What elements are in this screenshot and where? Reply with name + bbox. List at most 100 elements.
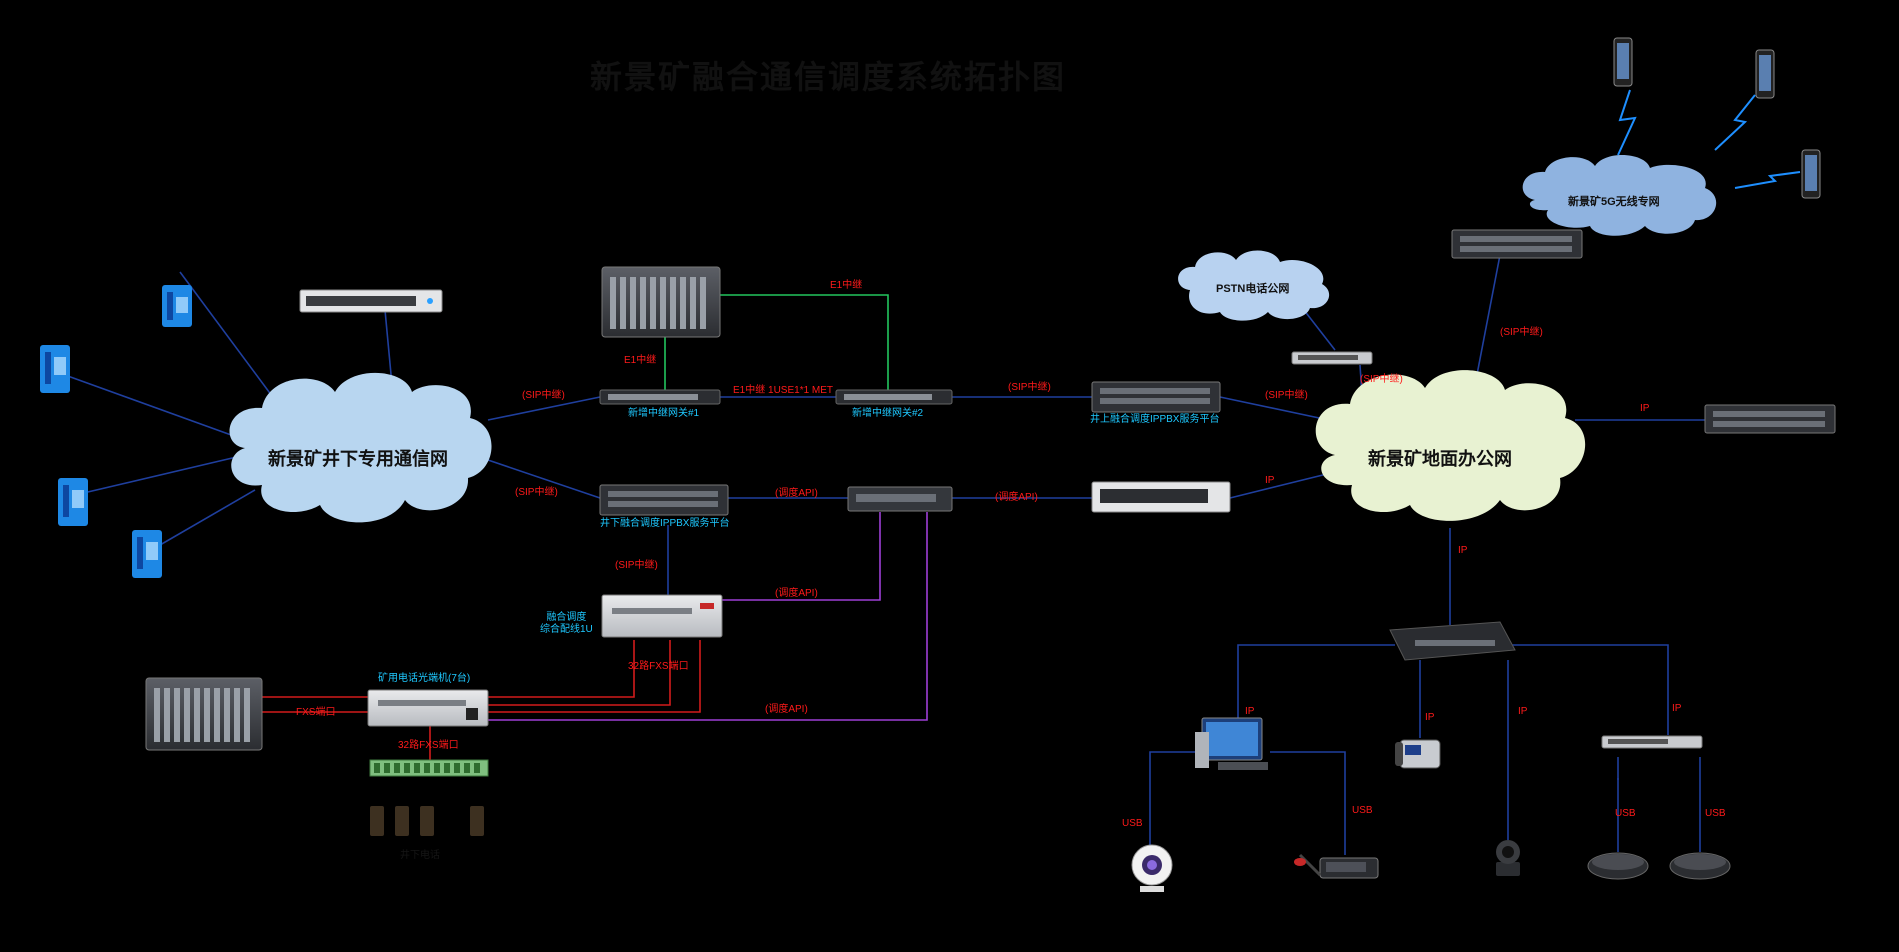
link-fxs-a [488, 640, 635, 698]
link-phone-c [74, 454, 246, 496]
link-label-ip-3: IP [1458, 545, 1468, 556]
link-label-ip-7: IP [1672, 703, 1682, 714]
cloud-5g-label: 新景矿5G无线专网 [1568, 196, 1660, 208]
link-fxs-c [488, 640, 701, 713]
mobile-phone-3 [1801, 149, 1821, 199]
link-label-e1-bundle: E1中继 1USE1*1 MET [733, 385, 834, 396]
dispatch-pc [1195, 717, 1268, 770]
conference-host [1601, 735, 1703, 749]
link-label-ip-1: IP [1265, 475, 1275, 486]
link-5g-cloud [1474, 254, 1501, 386]
link-label-api-4: (调度API) [765, 704, 808, 715]
link-label-e1-2: E1中继 [830, 280, 863, 291]
ug-platform-server [599, 484, 729, 516]
conference-mic-1 [1587, 852, 1649, 880]
link-label-fxs-3: 32路FXS端口 [398, 740, 459, 751]
link-phone-d [159, 489, 256, 546]
gateway-2 [835, 389, 953, 405]
link-radio-1 [1617, 89, 1637, 156]
exchange-rack [601, 266, 721, 338]
mobile-phone-1 [1613, 37, 1633, 87]
link-radio-2 [1714, 94, 1756, 151]
mobile-phone-2 [1755, 49, 1775, 99]
link-pc-webcam [1149, 751, 1200, 855]
link-dispatch-cloud [1229, 471, 1336, 499]
link-phone-a [179, 271, 276, 401]
cloud-pstn [1178, 250, 1330, 321]
link-label-ip-5: IP [1425, 712, 1435, 723]
link-e1-b [720, 294, 889, 390]
link-label-sip-3: (SIP中继) [1008, 382, 1051, 393]
link-label-ip-4: IP [1245, 706, 1255, 717]
link-phone-b [64, 374, 246, 441]
dispatch-board [601, 594, 723, 638]
pstn-gateway [1291, 351, 1373, 365]
page-title: 新景矿融合通信调度系统拓扑图 [590, 59, 1067, 95]
5g-server [1451, 229, 1583, 259]
ug-phones-bottom [370, 806, 484, 836]
link-switch-conf [1510, 644, 1669, 735]
ug-phone-1 [162, 285, 192, 327]
link-api-board [720, 512, 881, 601]
cloud-underground [229, 372, 492, 523]
gateway-2-label: 新增中继网关#2 [852, 408, 924, 419]
ug-phone-3 [58, 478, 88, 526]
surface-platform-server [1091, 381, 1221, 413]
network-switch [1389, 621, 1516, 661]
terminal-block [369, 759, 489, 777]
link-switch-pc [1237, 644, 1395, 720]
cloud-5g-shape [1522, 154, 1717, 236]
middle-server [847, 486, 953, 512]
link-label-api-1: (调度API) [775, 488, 818, 499]
ug-phones-label: 井下电话 [400, 850, 440, 861]
gateway-1-label: 新增中继网关#1 [628, 408, 700, 419]
surface-platform-label: 井上融合调度IPPBX服务平台 [1090, 414, 1220, 425]
ip-phone [1395, 739, 1441, 769]
surface-right-server [1704, 404, 1836, 434]
links [64, 89, 1801, 855]
link-label-api-3: (调度API) [775, 588, 818, 599]
fiber-units [367, 689, 489, 727]
link-sip-ugplat [487, 459, 601, 499]
link-label-usb-4: USB [1705, 808, 1726, 819]
cloud-pstn-label: PSTN电话公网 [1216, 283, 1290, 295]
link-label-sip-2: (SIP中继) [515, 487, 558, 498]
link-label-fxs-2: FXS端口 [296, 707, 336, 718]
link-label-api-2: (调度API) [995, 492, 1038, 503]
link-label-ip-6: IP [1518, 706, 1528, 717]
cloud-underground-shape [229, 372, 492, 523]
dispatch-server [1091, 481, 1231, 513]
link-label-usb-3: USB [1615, 808, 1636, 819]
link-label-usb-2: USB [1352, 805, 1373, 816]
cloud-surface-label: 新景矿地面办公网 [1368, 449, 1512, 469]
cloud-surface-shape [1315, 370, 1586, 521]
ptz-camera [1496, 840, 1520, 876]
link-label-e1-1: E1中继 [624, 355, 657, 366]
ug-platform-label: 井下融合调度IPPBX服务平台 [600, 518, 730, 529]
link-sip-gw1 [487, 396, 601, 421]
fiber-units-label: 矿用电话光端机(7台) [378, 673, 471, 684]
ug-phone-2 [40, 345, 70, 393]
link-api-fiber [488, 512, 928, 721]
cloud-surface [1315, 370, 1586, 521]
link-ug-server [384, 309, 393, 386]
dispatch-console [1294, 853, 1379, 879]
link-label-sip-4: (SIP中继) [1265, 390, 1308, 401]
link-label-fxs-1: 32路FXS端口 [628, 661, 689, 672]
fiber-rack [145, 677, 263, 751]
link-radio-3 [1734, 171, 1801, 189]
link-label-sip-1: (SIP中继) [522, 390, 565, 401]
link-label-usb-1: USB [1122, 818, 1143, 829]
link-label-sip-5: (SIP中继) [1360, 374, 1403, 385]
cloud-5g [1522, 154, 1717, 236]
link-label-sip-6: (SIP中继) [1500, 327, 1543, 338]
gateway-1 [599, 389, 721, 405]
conference-mic-2 [1669, 852, 1731, 880]
link-pc-console [1270, 751, 1346, 855]
dispatch-board-label: 融合调度 综合配线1U [540, 612, 593, 635]
link-label-ip-2: IP [1640, 403, 1650, 414]
link-label-sip-7: (SIP中继) [615, 560, 658, 571]
webcam [1131, 844, 1173, 892]
link-surfplat-cloud [1219, 396, 1339, 423]
